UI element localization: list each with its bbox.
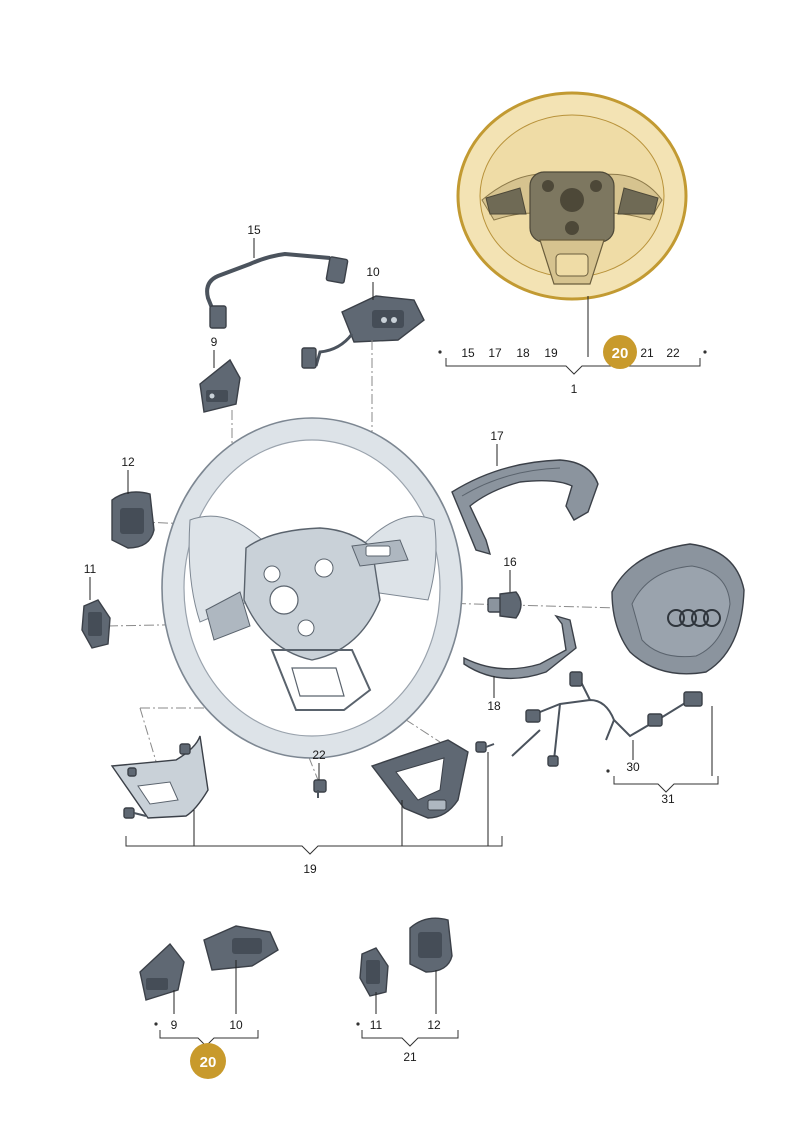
highlighted-steering-wheel [456, 91, 688, 301]
callout-10: 10 [366, 265, 380, 279]
brace-bottom-right [361, 1030, 459, 1047]
callout-17: 17 [490, 429, 504, 443]
part-30-wiring-harness [511, 671, 703, 767]
audi-rings-logo [667, 609, 721, 627]
assembly-line [359, 689, 441, 743]
part-18-trim-strip [463, 614, 577, 680]
set-label-9: 9 [171, 1018, 178, 1032]
set-label-21: 21 [640, 346, 654, 360]
set-label-22: 22 [666, 346, 680, 360]
part-10-switch-module [301, 295, 425, 369]
callout-11: 11 [84, 562, 97, 576]
bullet-dot [154, 1022, 158, 1026]
callout-19: 19 [303, 862, 317, 876]
bezel-trim-left [110, 735, 209, 819]
airbag-module [611, 543, 745, 675]
set-label-11: 11 [370, 1018, 383, 1032]
callout-9: 9 [211, 335, 218, 349]
callout-12: 12 [121, 455, 135, 469]
lower-cover [370, 739, 469, 819]
svg-text:20: 20 [612, 345, 629, 362]
bullet-dot [438, 350, 442, 354]
callout-21: 21 [403, 1050, 417, 1064]
screw-small [123, 807, 147, 819]
set-label-12: 12 [427, 1018, 441, 1032]
part-22-screw [313, 779, 327, 798]
main-steering-wheel [161, 417, 463, 759]
svg-text:20: 20 [200, 1054, 217, 1071]
brace-31 [613, 776, 719, 793]
assembly-line [329, 599, 621, 609]
set-part-12 [409, 917, 453, 973]
set-label-17: 17 [488, 346, 502, 360]
callout-15: 15 [247, 223, 261, 237]
highlight-badge-top: 20 [603, 335, 637, 369]
callout-30: 30 [626, 760, 640, 774]
set-label-19: 19 [544, 346, 558, 360]
bullet-dot [703, 350, 707, 354]
set-part-9 [139, 942, 185, 1001]
screw-small [475, 741, 495, 753]
callout-18: 18 [487, 699, 501, 713]
set-label-10: 10 [229, 1018, 243, 1032]
part-12-side-button [111, 491, 155, 549]
set-label-18: 18 [516, 346, 530, 360]
set-label-15: 15 [461, 346, 475, 360]
callout-1: 1 [571, 382, 578, 396]
brace-1 [445, 358, 701, 375]
part-15-wiring-harness [205, 251, 349, 329]
callout-22: 22 [312, 748, 326, 762]
bullet-dot [606, 769, 610, 773]
part-16-bolt [487, 591, 522, 619]
part-9-switch-module [199, 358, 241, 413]
set-part-11 [359, 947, 389, 997]
highlight-badge-bottom: 20 [190, 1043, 226, 1079]
callout-16: 16 [503, 555, 517, 569]
part-11-paddle [81, 599, 111, 649]
part-17-trim-cover [451, 459, 599, 556]
set-part-10 [203, 925, 279, 971]
assembly-line [281, 689, 321, 786]
bullet-dot [356, 1022, 360, 1026]
brace-19 [125, 836, 503, 855]
callout-31: 31 [661, 792, 675, 806]
